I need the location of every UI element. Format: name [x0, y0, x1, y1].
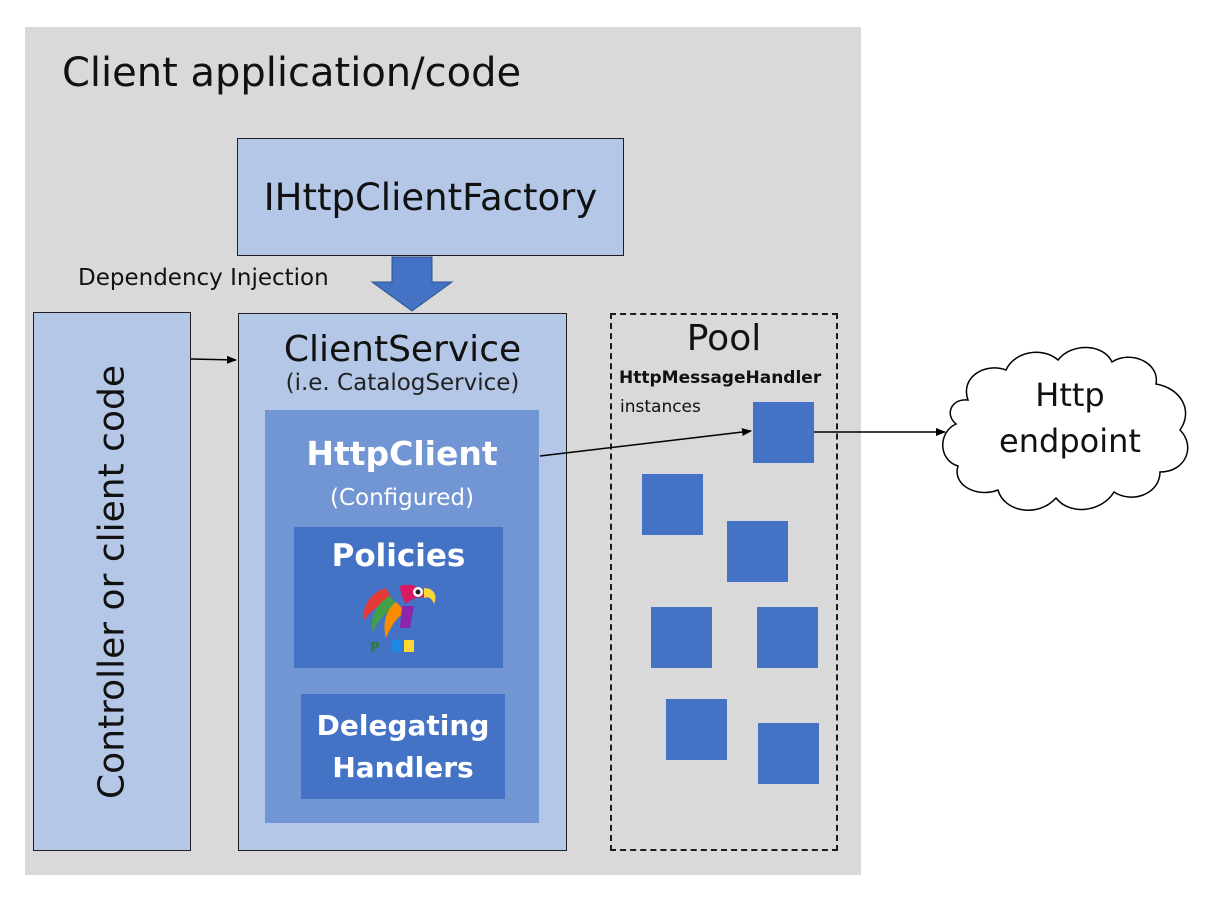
controller-box: Controller or client code	[33, 312, 191, 851]
handler-instance	[758, 723, 819, 784]
client-service-subtitle: (i.e. CatalogService)	[285, 370, 520, 396]
factory-label: IHttpClientFactory	[263, 175, 598, 219]
handler-instance	[727, 521, 788, 582]
handler-instance	[666, 699, 727, 760]
handler-instance	[642, 474, 703, 535]
endpoint-label-line1: Http	[1035, 376, 1105, 414]
diagram-title: Client application/code	[62, 50, 522, 96]
polly-parrot-logo-icon: P	[363, 584, 436, 656]
delegating-handlers-line2: Handlers	[332, 750, 474, 784]
handler-pool-box	[610, 313, 838, 851]
handler-instance	[651, 607, 712, 668]
svg-text:P: P	[370, 641, 380, 656]
controller-label: Controller or client code	[91, 364, 133, 799]
pool-title: Pool	[686, 318, 762, 359]
endpoint-label: Http endpoint	[985, 372, 1155, 464]
handler-instance	[757, 607, 818, 668]
http-client-factory-box: IHttpClientFactory	[237, 138, 624, 256]
pool-instances-label: instances	[620, 397, 701, 417]
http-client-subtitle: (Configured)	[329, 485, 475, 511]
handler-instance-active	[753, 402, 814, 463]
client-service-title: ClientService	[283, 329, 522, 370]
pool-handler-label: HttpMessageHandler	[619, 368, 822, 388]
endpoint-label-line2: endpoint	[999, 422, 1141, 460]
policies-label: Policies	[331, 538, 466, 574]
http-client-title: HttpClient	[306, 434, 498, 473]
delegating-handlers-box: Delegating Handlers	[301, 694, 505, 799]
delegating-handlers-line1: Delegating	[316, 708, 490, 742]
dependency-injection-label: Dependency Injection	[78, 265, 329, 291]
